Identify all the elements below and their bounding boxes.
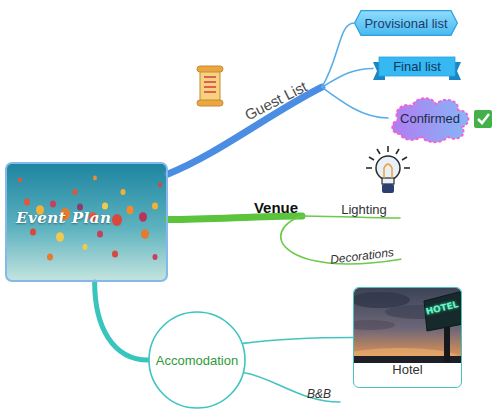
balloon: [50, 200, 56, 207]
balloon: [24, 198, 30, 205]
light-ray: [396, 149, 399, 154]
node-text: Provisional list: [364, 16, 447, 31]
node-text: Lighting: [341, 202, 387, 217]
node-text: Hotel: [354, 362, 461, 387]
node-text: B&B: [307, 387, 331, 401]
light-ray: [366, 167, 372, 169]
scroll-line: [204, 91, 216, 93]
balloon: [30, 228, 36, 235]
check-mark: [478, 114, 489, 123]
balloon: [73, 189, 78, 195]
balloon: [153, 254, 158, 260]
balloon: [18, 178, 22, 183]
cloud: [354, 320, 395, 330]
balloon: [158, 183, 162, 188]
bulb-glass: [376, 156, 400, 180]
scroll-roll: [197, 100, 223, 106]
balloon: [102, 202, 108, 209]
cloud-outline: [392, 98, 468, 142]
balloon: [56, 232, 64, 242]
branch-connector: [322, 87, 388, 118]
light-ray: [402, 157, 407, 160]
lightbulb-icon: [366, 146, 410, 193]
sign-board: [424, 291, 461, 331]
scroll-line: [204, 86, 216, 88]
balloon: [139, 212, 147, 222]
bulb-neck: [382, 178, 394, 184]
sky-background: [6, 163, 167, 281]
sign-text: HOTEL: [425, 299, 459, 320]
node-text: Venue: [254, 199, 298, 216]
light-ray: [369, 157, 374, 160]
balloon: [47, 253, 53, 260]
subtopic: Lighting: [328, 201, 400, 218]
branch-topic: Guest List: [228, 70, 322, 131]
central-topic: Event Plan: [5, 162, 168, 282]
balloon-photo: [6, 163, 167, 281]
branch-connector: [244, 373, 340, 402]
balloon: [112, 250, 118, 257]
light-ray: [404, 167, 410, 169]
scroll-paper: [200, 70, 220, 102]
check-icon: [474, 110, 492, 128]
subtopic: B&B: [298, 386, 340, 402]
branch-connector: [168, 87, 322, 174]
hexagon-outline: [355, 11, 458, 36]
subtopic: Decorations: [323, 242, 401, 268]
ribbon-box: Final list: [373, 57, 461, 80]
balloon: [152, 202, 158, 209]
branch-connector: [243, 338, 353, 344]
light-ray: [387, 146, 389, 152]
hexagon-box: Provisional list: [354, 10, 458, 36]
node-text: Guest List: [241, 77, 309, 123]
node-text: Accomodation: [156, 353, 238, 368]
check-box: [474, 110, 492, 128]
scroll-roll: [197, 66, 223, 72]
scroll-line: [204, 81, 216, 83]
node-text: Event Plan: [16, 209, 111, 227]
balloon: [127, 206, 134, 214]
node-text: Decorations: [329, 244, 394, 266]
balloon: [112, 214, 122, 226]
balloon: [93, 176, 97, 181]
hotel-photo: [354, 288, 461, 387]
node-text: Final list: [393, 59, 441, 78]
bulb-filament: [384, 164, 392, 178]
scroll-line: [204, 76, 216, 78]
caption-band: [354, 363, 461, 387]
circle-outline: [149, 312, 245, 408]
scroll-icon: [197, 66, 223, 106]
branch-connector: [95, 282, 148, 360]
balloon: [97, 230, 103, 237]
light-ray: [377, 149, 380, 154]
balloon: [141, 229, 149, 239]
cloud: [354, 292, 410, 308]
balloon: [121, 189, 126, 195]
node-text: Confirmed: [400, 111, 460, 126]
balloon: [83, 244, 88, 250]
branch-connector: [168, 216, 302, 220]
cloud-box: Confirmed: [388, 94, 472, 142]
bulb-base: [382, 184, 394, 193]
branch-connector: [322, 69, 373, 88]
branch-topic: Venue: [250, 198, 302, 216]
circle-topic: Accomodation: [148, 311, 246, 409]
